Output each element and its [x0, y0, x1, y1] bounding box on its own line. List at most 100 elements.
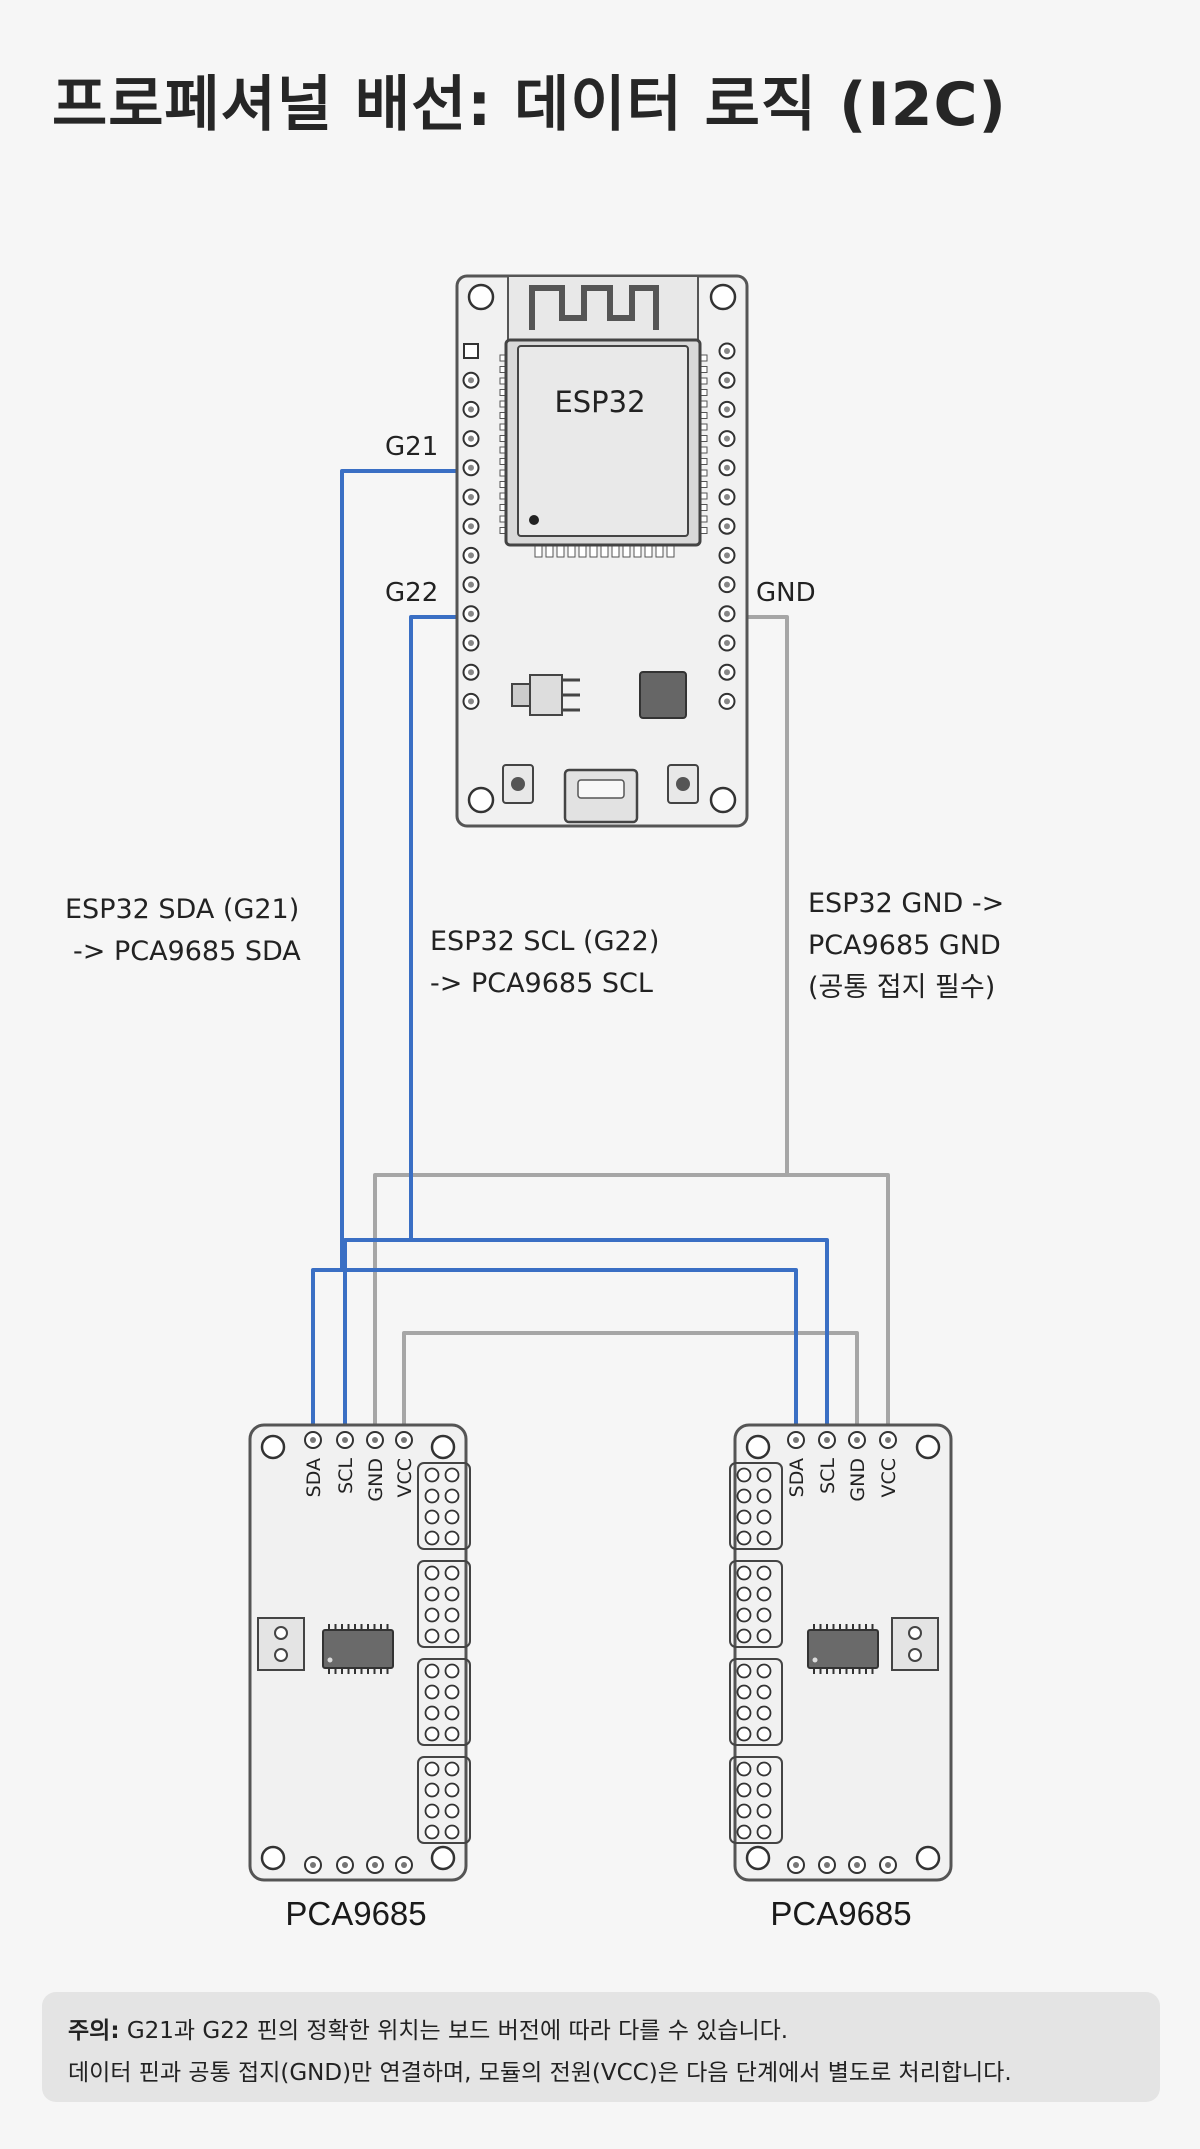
pca9685-pin-gnd: GND	[365, 1431, 387, 1502]
pca9685-pin-gnd: GND	[847, 1431, 869, 1502]
esp32-header-pin	[718, 371, 736, 389]
sda-label-line1: ESP32 SDA (G21)	[65, 894, 299, 925]
gnd-label-line3: (공통 접지 필수)	[808, 972, 995, 1003]
sda-label-line2: -> PCA9685 SDA	[73, 936, 301, 967]
mount-hole	[915, 1845, 941, 1871]
esp32-header-pin	[462, 371, 480, 389]
esp32-header-pin	[462, 459, 480, 477]
esp32-header-pin	[462, 634, 480, 652]
scl-label-line2: -> PCA9685 SCL	[430, 968, 653, 999]
servo-header-block	[417, 1756, 471, 1844]
esp32-header-pin	[718, 430, 736, 448]
power-terminal-block	[257, 1617, 305, 1671]
mount-hole	[430, 1434, 456, 1460]
gnd-wire-right	[787, 1173, 890, 1440]
power-terminal-block	[891, 1617, 939, 1671]
gnd-label-line1: ESP32 GND ->	[808, 888, 1004, 919]
servo-header-block	[729, 1756, 783, 1844]
mount-hole	[260, 1845, 286, 1871]
pca9685-chip	[322, 1624, 394, 1674]
esp32-header-pin	[462, 517, 480, 535]
wire-labels: ESP32 SDA (G21) -> PCA9685 SDA ESP32 SCL…	[65, 888, 1004, 1003]
esp32-header-pin	[718, 605, 736, 623]
shield-pad	[622, 544, 631, 558]
esp32-header-pin	[463, 343, 479, 359]
servo-header-block	[417, 1560, 471, 1648]
mount-hole	[709, 283, 737, 311]
mount-hole	[709, 786, 737, 814]
scl-label-line1: ESP32 SCL (G22)	[430, 926, 659, 957]
servo-header-block	[729, 1658, 783, 1746]
regulator-tab	[511, 683, 531, 707]
note-text-1: G21과 G22 핀의 정확한 위치는 보드 버전에 따라 다를 수 있습니다.	[119, 2018, 789, 2044]
shield-pad	[644, 544, 653, 558]
esp32-header-pin	[718, 663, 736, 681]
pin-label-scl: SCL	[817, 1458, 839, 1494]
esp32-header-pin	[462, 400, 480, 418]
esp32-header-pin	[462, 576, 480, 594]
pin1-dot	[529, 515, 539, 525]
pca9685-chip	[807, 1624, 879, 1674]
pca9685-pin-sda: SDA	[786, 1431, 808, 1497]
esp32-header-pin	[462, 488, 480, 506]
sda-wire-right	[342, 1268, 798, 1440]
shield-pad	[556, 544, 565, 558]
pin-label-sda: SDA	[303, 1458, 325, 1497]
gnd-label-line2: PCA9685 GND	[808, 930, 1001, 961]
mount-hole	[467, 786, 495, 814]
shield-pad	[611, 544, 620, 558]
esp32-header-pin	[718, 634, 736, 652]
pin-label-vcc: VCC	[878, 1458, 900, 1498]
pin-label-g22: G22	[385, 578, 438, 608]
mount-hole	[467, 283, 495, 311]
mount-hole	[260, 1434, 286, 1460]
shield-pad	[578, 544, 587, 558]
esp32-header-pin	[718, 517, 736, 535]
pca9685-module: SDA SCL GND VCC PCA9685	[248, 1423, 471, 1932]
antenna-trace	[529, 285, 659, 330]
note-label: 주의:	[68, 2018, 120, 2044]
esp32-chip-label: ESP32	[554, 385, 645, 419]
shield-pad	[545, 544, 554, 558]
page-title: 프로페셔널 배선: 데이터 로직 (I2C)	[52, 70, 1007, 140]
module-label: PCA9685	[285, 1895, 426, 1932]
usb-uart-chip	[639, 671, 687, 719]
note-line-1: 주의: G21과 G22 핀의 정확한 위치는 보드 버전에 따라 다를 수 있…	[68, 2010, 1134, 2052]
esp32-header-pin	[718, 546, 736, 564]
module-label: PCA9685	[770, 1895, 911, 1932]
servo-header-block	[729, 1462, 783, 1550]
shield-pad	[666, 544, 675, 558]
pca9685-pin-sda: SDA	[303, 1431, 325, 1497]
pin-label-gnd: GND	[847, 1458, 869, 1502]
mount-hole	[915, 1434, 941, 1460]
esp32-header-pin	[718, 400, 736, 418]
esp32-header-pin	[462, 605, 480, 623]
pin-label-vcc: VCC	[394, 1458, 416, 1498]
pin-label-sda: SDA	[786, 1458, 808, 1497]
pca9685-pin-vcc: VCC	[878, 1431, 900, 1498]
shield-pad	[655, 544, 664, 558]
pin-label-gnd: GND	[365, 1458, 387, 1502]
shield-pad	[589, 544, 598, 558]
pin-label-g21: G21	[385, 432, 438, 462]
mount-hole	[745, 1434, 771, 1460]
pin-label-gnd: GND	[756, 578, 816, 608]
wires	[311, 469, 890, 1440]
vcc-bridge-wire	[402, 1331, 859, 1440]
esp32-header-pin	[462, 546, 480, 564]
scl-wire-left	[343, 1238, 411, 1440]
voltage-regulator	[529, 674, 563, 716]
pca9685-pin-scl: SCL	[817, 1431, 839, 1494]
pin-label-scl: SCL	[335, 1458, 357, 1494]
servo-header-block	[729, 1560, 783, 1648]
esp32-header-pin	[718, 576, 736, 594]
note-text-2: 데이터 핀과 공통 접지(GND)만 연결하며, 모듈의 전원(VCC)은 다음…	[68, 2060, 1012, 2086]
esp32-header-pin	[462, 430, 480, 448]
shield-pad	[567, 544, 576, 558]
shield-pad	[600, 544, 609, 558]
pca9685-pin-scl: SCL	[335, 1431, 357, 1494]
servo-header-block	[417, 1658, 471, 1746]
esp32-header-pin	[462, 692, 480, 710]
note-box: 주의: G21과 G22 핀의 정확한 위치는 보드 버전에 따라 다를 수 있…	[42, 1992, 1160, 2102]
